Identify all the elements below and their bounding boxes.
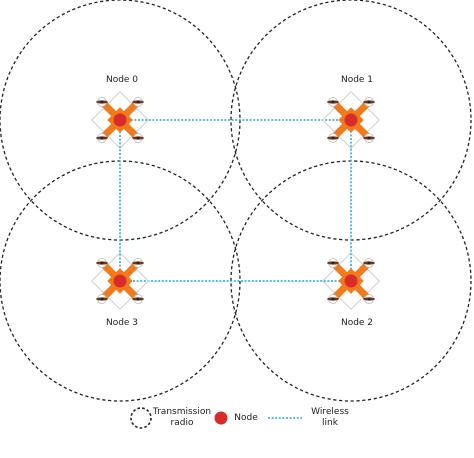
- drone-node-2-icon: [322, 252, 380, 310]
- node-label-0: Node 0: [105, 75, 139, 85]
- legend-node-icon: [214, 411, 228, 425]
- node-marker-2: [344, 274, 358, 288]
- legend-icons: [130, 407, 302, 429]
- node-label-2: Node 2: [340, 318, 374, 328]
- drone-node-3-icon: [91, 252, 149, 310]
- node-marker-0: [113, 113, 127, 127]
- node-marker-1: [344, 113, 358, 127]
- node-label-3: Node 3: [105, 318, 139, 328]
- wireless-links: [119, 119, 352, 282]
- drone-node-0-icon: [91, 91, 149, 149]
- drone-nodes: [91, 91, 380, 310]
- legend-radio-icon: [130, 407, 152, 429]
- legend-link-label: Wireless link: [311, 407, 349, 428]
- transmission-radii: [0, 0, 472, 402]
- legend-node-label: Node: [234, 413, 258, 423]
- legend-radio-label: Transmission radio: [152, 407, 212, 428]
- drone-node-1-icon: [322, 91, 380, 149]
- node-label-1: Node 1: [340, 75, 374, 85]
- node-marker-3: [113, 274, 127, 288]
